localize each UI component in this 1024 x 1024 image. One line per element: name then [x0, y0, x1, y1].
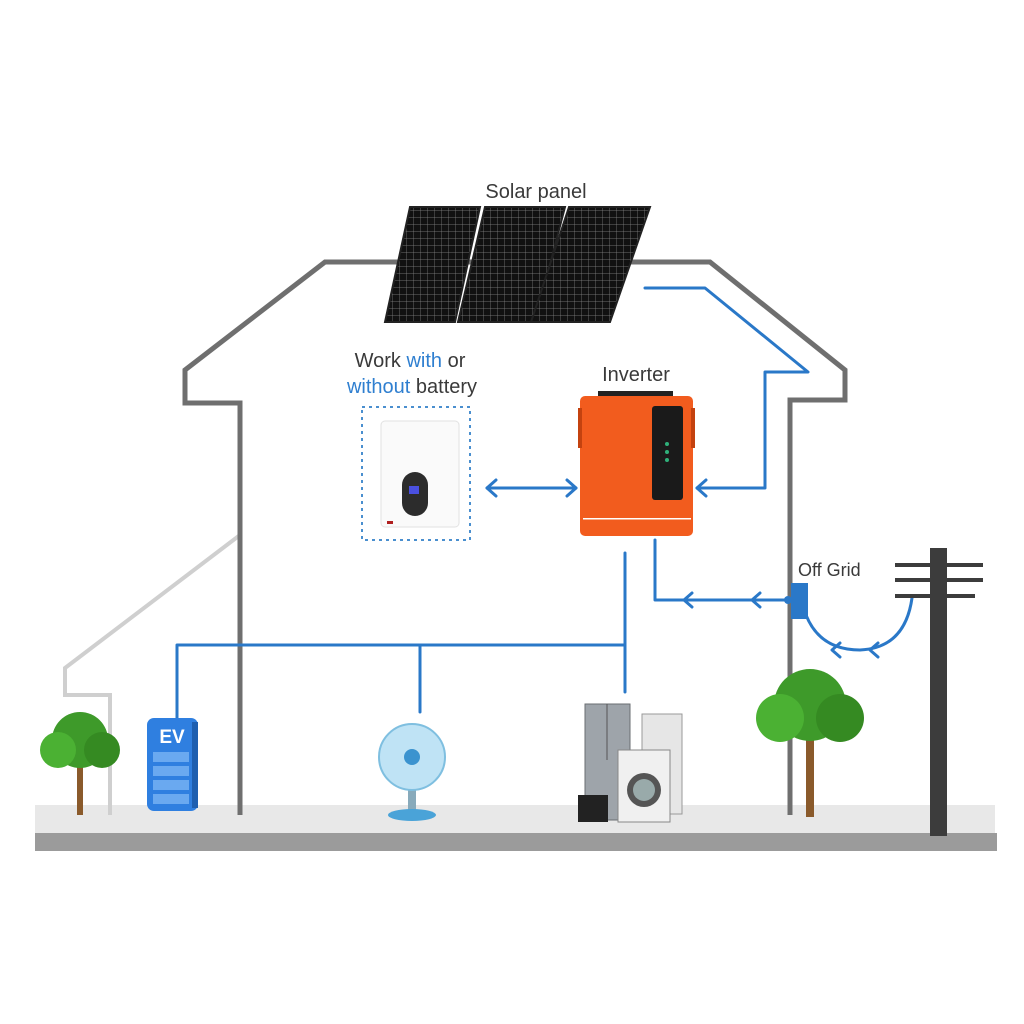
solar-panel	[383, 206, 652, 323]
battery-label-line1: Work with or	[355, 350, 466, 372]
ev-charger: EV	[147, 718, 198, 811]
wiring	[175, 286, 914, 720]
battery-unit	[361, 406, 471, 541]
house-outline	[182, 259, 848, 815]
ground	[35, 805, 997, 851]
tree-left	[40, 712, 120, 815]
ev-label: EV	[159, 727, 185, 748]
battery-label-line2: without battery	[346, 376, 477, 398]
inverter-unit	[578, 391, 695, 536]
appliances	[578, 703, 683, 823]
tree-right	[756, 669, 864, 817]
fan	[378, 723, 446, 821]
inverter-label: Inverter	[602, 364, 670, 386]
off-grid-label: Off Grid	[798, 560, 861, 580]
grid-meter	[791, 583, 808, 619]
solar-panel-label: Solar panel	[485, 181, 586, 203]
utility-pole	[895, 548, 983, 836]
